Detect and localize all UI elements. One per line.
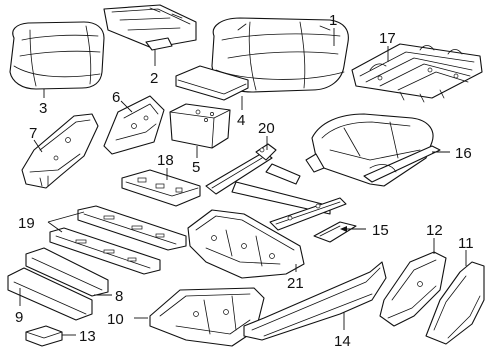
- callout-13: 13: [79, 328, 96, 345]
- part-21-seat-pan: [187, 209, 305, 279]
- callout-20: 20: [258, 120, 275, 137]
- callout-10: 10: [107, 311, 124, 328]
- callout-5: 5: [192, 159, 200, 176]
- callout-8: 8: [115, 288, 123, 305]
- part-20-cross-frame: [205, 143, 347, 231]
- part-8-side-cover: [25, 247, 109, 297]
- callout-labels: 1 2 3 4 5 6 7 8 9 10 11 12 13 14 15 16 1…: [15, 12, 474, 350]
- callout-16: 16: [455, 145, 472, 162]
- part-15-plate: [313, 221, 357, 243]
- callout-18: 18: [157, 152, 174, 169]
- callout-21: 21: [287, 275, 304, 292]
- part-9-trim-strip: [7, 267, 93, 321]
- callout-4: 4: [237, 112, 245, 129]
- part-7-side-shield: [21, 113, 99, 189]
- callout-1: 1: [329, 12, 337, 29]
- callout-15: 15: [372, 222, 389, 239]
- part-6-side-trim: [103, 95, 165, 155]
- callout-12: 12: [426, 222, 443, 239]
- part-3-cushion-cover: [9, 21, 105, 90]
- part-14-long-trim: [243, 261, 387, 341]
- callout-3: 3: [39, 100, 47, 117]
- part-11-back-panel: [425, 261, 485, 345]
- callout-2: 2: [150, 70, 158, 87]
- part-5-module-box: [169, 103, 231, 149]
- callout-14: 14: [334, 333, 351, 350]
- part-12-back-side-trim: [379, 251, 447, 327]
- part-19-rail-lower: [49, 227, 161, 275]
- part-10-lower-trim: [149, 287, 265, 347]
- part-4-small-pad: [175, 65, 249, 101]
- callout-9: 9: [15, 309, 23, 326]
- part-13-small-cover: [25, 325, 63, 347]
- callout-11: 11: [458, 235, 474, 252]
- part-2-pad-panel: [103, 4, 197, 51]
- part-17-spring-frame: [351, 43, 483, 103]
- part-18-bracket: [121, 169, 201, 207]
- callout-19: 19: [18, 215, 35, 232]
- part-16-seat-frame: [305, 113, 441, 187]
- callout-7: 7: [29, 125, 37, 142]
- callout-6: 6: [112, 89, 120, 106]
- callout-17: 17: [379, 30, 396, 47]
- part-19-rail-upper: [77, 205, 187, 251]
